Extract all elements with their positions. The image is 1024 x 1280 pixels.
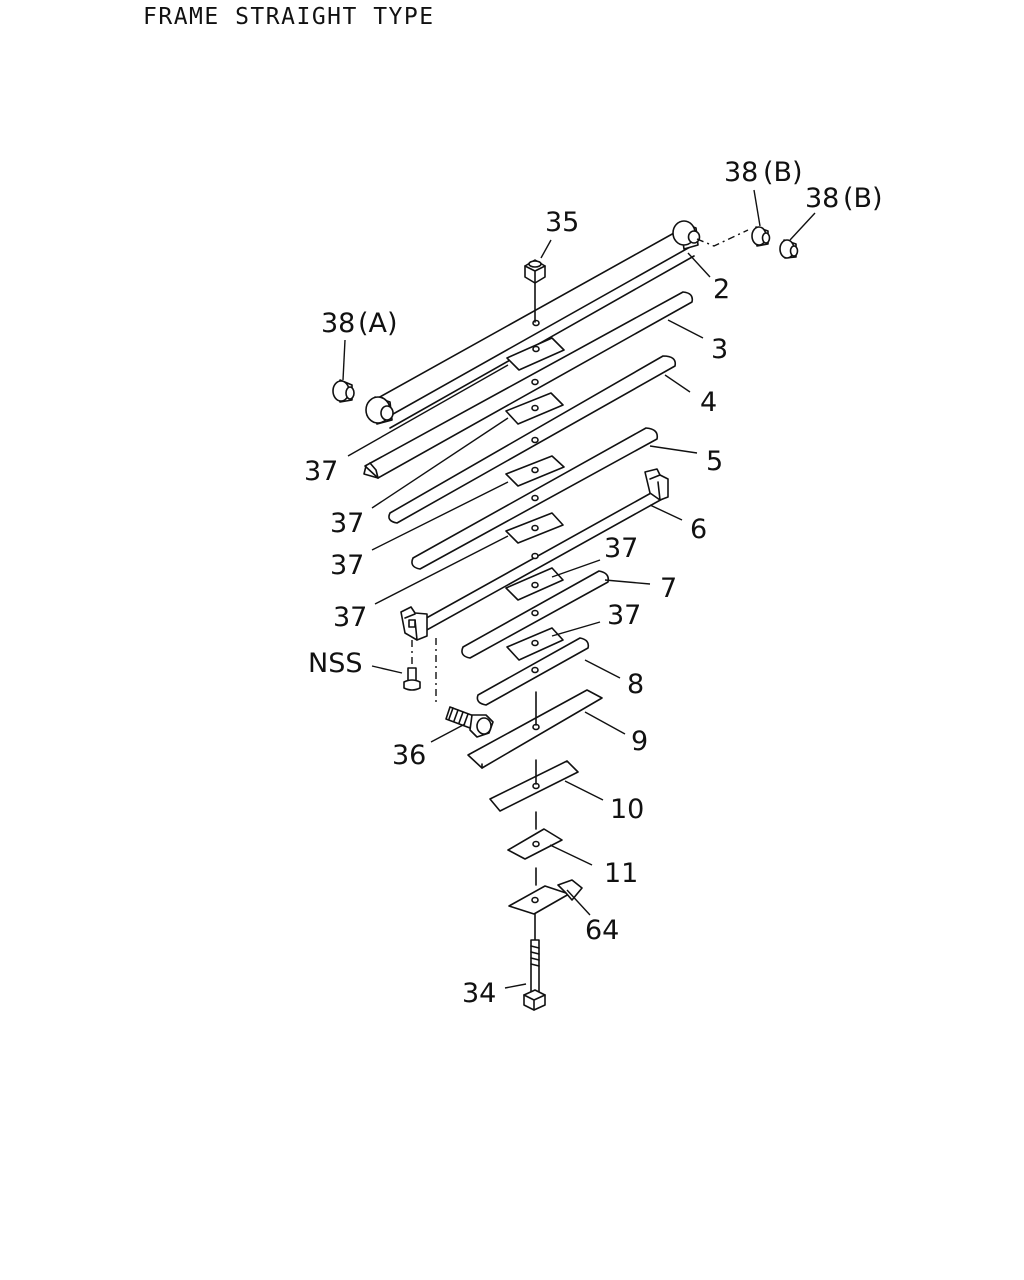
bushing-38b-outer [779,239,799,259]
leader-lines [342,189,816,989]
label-37-f: 37 [607,600,641,631]
label-nss: NSS [308,648,362,679]
label-4: 4 [700,387,717,418]
leaf-3 [363,291,694,479]
label-3: 3 [711,334,728,365]
diagram-title: FRAME STRAIGHT TYPE [143,4,435,30]
label-35: 35 [545,207,579,238]
label-37-e: 37 [604,533,638,564]
center-bolt-34 [523,939,546,1011]
center-holes [531,319,540,904]
nss-rivet [403,640,421,691]
label-37-d: 37 [333,602,367,633]
bolt-36 [435,638,494,738]
label-10: 10 [610,794,644,825]
label-38a-suffix: (A) [358,308,398,339]
label-38b-1: 38 [724,157,758,188]
label-5: 5 [706,446,723,477]
bushing-38a [332,379,355,403]
label-37-b: 37 [330,508,364,539]
label-2: 2 [713,274,730,305]
bushing-alignment-line [696,229,749,247]
label-38b-2: 38 [805,183,839,214]
label-34: 34 [462,978,496,1009]
label-36: 36 [392,740,426,771]
label-8: 8 [627,669,644,700]
part-labels: 2 3 4 5 6 7 8 9 10 11 64 34 35 36 NSS 37… [304,157,883,1009]
label-38a: 38 [321,308,355,339]
main-leaf-2 [365,220,701,429]
plate-64 [508,879,583,915]
label-37-c: 37 [330,550,364,581]
center-axis [534,282,537,941]
label-64: 64 [585,915,619,946]
label-38b-2-suffix: (B) [843,183,883,214]
label-11: 11 [604,858,638,889]
label-37-a: 37 [304,456,338,487]
label-7: 7 [660,573,677,604]
bushing-38b-inner [751,226,771,247]
label-9: 9 [631,726,648,757]
label-6: 6 [690,514,707,545]
nut-35 [524,259,546,284]
label-38b-1-suffix: (B) [763,157,803,188]
